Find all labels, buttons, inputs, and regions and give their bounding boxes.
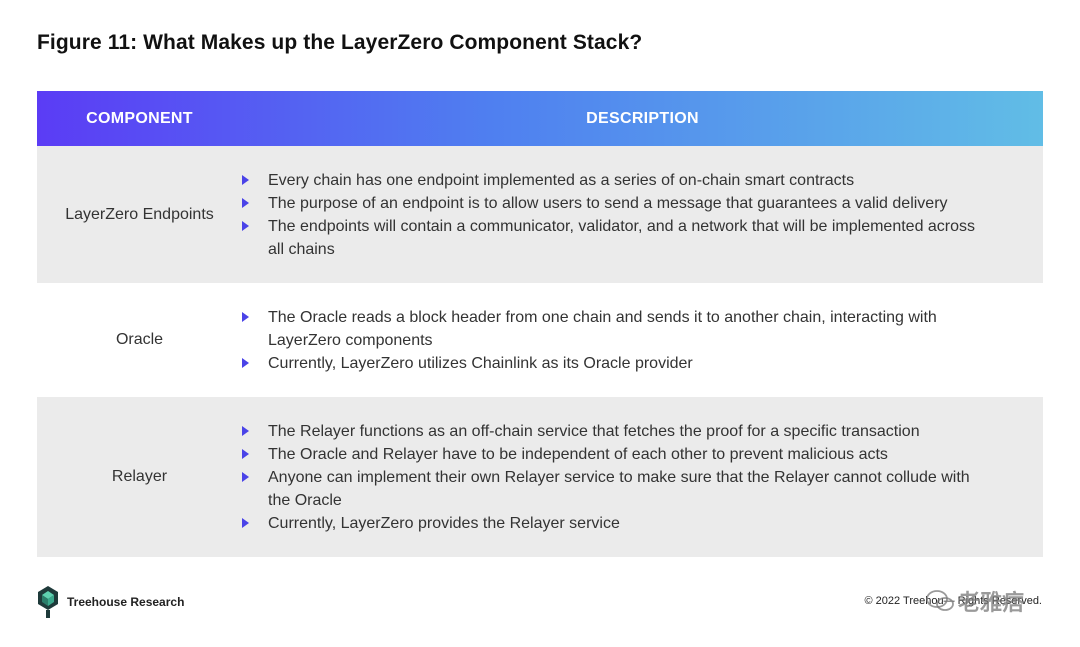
bullet-arrow-icon (242, 174, 249, 185)
bullet-arrow-icon (242, 197, 249, 208)
bullet-arrow-icon (242, 471, 249, 482)
bullet-item: The purpose of an endpoint is to allow u… (242, 192, 983, 215)
figure-title: Figure 11: What Makes up the LayerZero C… (37, 31, 643, 54)
watermark-text: 老雅痞 (958, 591, 1025, 616)
bullet-arrow-icon (242, 517, 249, 528)
bullet-item: Currently, LayerZero provides the Relaye… (242, 512, 983, 535)
header-component: COMPONENT (86, 109, 193, 127)
treehouse-logo-icon (38, 586, 58, 618)
header-description: DESCRIPTION (586, 109, 699, 127)
bullet-item: The endpoints will contain a communicato… (242, 215, 983, 261)
table-row: Oracle The Oracle reads a block header f… (37, 283, 1043, 397)
component-name: Oracle (115, 331, 164, 348)
copyright-text: © 2022 Treehou— Rights Reserved. (864, 595, 1042, 607)
description-cell: Every chain has one endpoint implemented… (242, 169, 1043, 261)
table-row: LayerZero Endpoints Every chain has one … (37, 146, 1043, 283)
component-name: Relayer (111, 468, 168, 485)
bullet-arrow-icon (242, 425, 249, 436)
bullet-item: Anyone can implement their own Relayer s… (242, 466, 983, 512)
component-table: COMPONENT DESCRIPTION LayerZero Endpoint… (37, 91, 1043, 557)
bullet-list: The Oracle reads a block header from one… (242, 306, 1013, 375)
table-header: COMPONENT DESCRIPTION (37, 91, 1043, 146)
footer-brand: Treehouse Research (37, 585, 184, 619)
bullet-list: The Relayer functions as an off-chain se… (242, 420, 1013, 535)
bullet-item: Every chain has one endpoint implemented… (242, 169, 983, 192)
component-name: LayerZero Endpoints (65, 205, 214, 223)
bullet-arrow-icon (242, 448, 249, 459)
bullet-arrow-icon (242, 220, 249, 231)
bullet-list: Every chain has one endpoint implemented… (242, 169, 1013, 261)
description-cell: The Oracle reads a block header from one… (242, 306, 1043, 375)
watermark: 老雅痞 (926, 585, 1024, 617)
bullet-arrow-icon (242, 311, 249, 322)
description-cell: The Relayer functions as an off-chain se… (242, 420, 1043, 535)
bullet-arrow-icon (242, 357, 249, 368)
bullet-item: Currently, LayerZero utilizes Chainlink … (242, 352, 983, 375)
table-row: Relayer The Relayer functions as an off-… (37, 397, 1043, 557)
bullet-item: The Relayer functions as an off-chain se… (242, 420, 983, 443)
bullet-item: The Oracle reads a block header from one… (242, 306, 983, 352)
bullet-item: The Oracle and Relayer have to be indepe… (242, 443, 983, 466)
brand-name: Treehouse Research (67, 595, 185, 609)
chat-bubble-icon (926, 590, 954, 611)
